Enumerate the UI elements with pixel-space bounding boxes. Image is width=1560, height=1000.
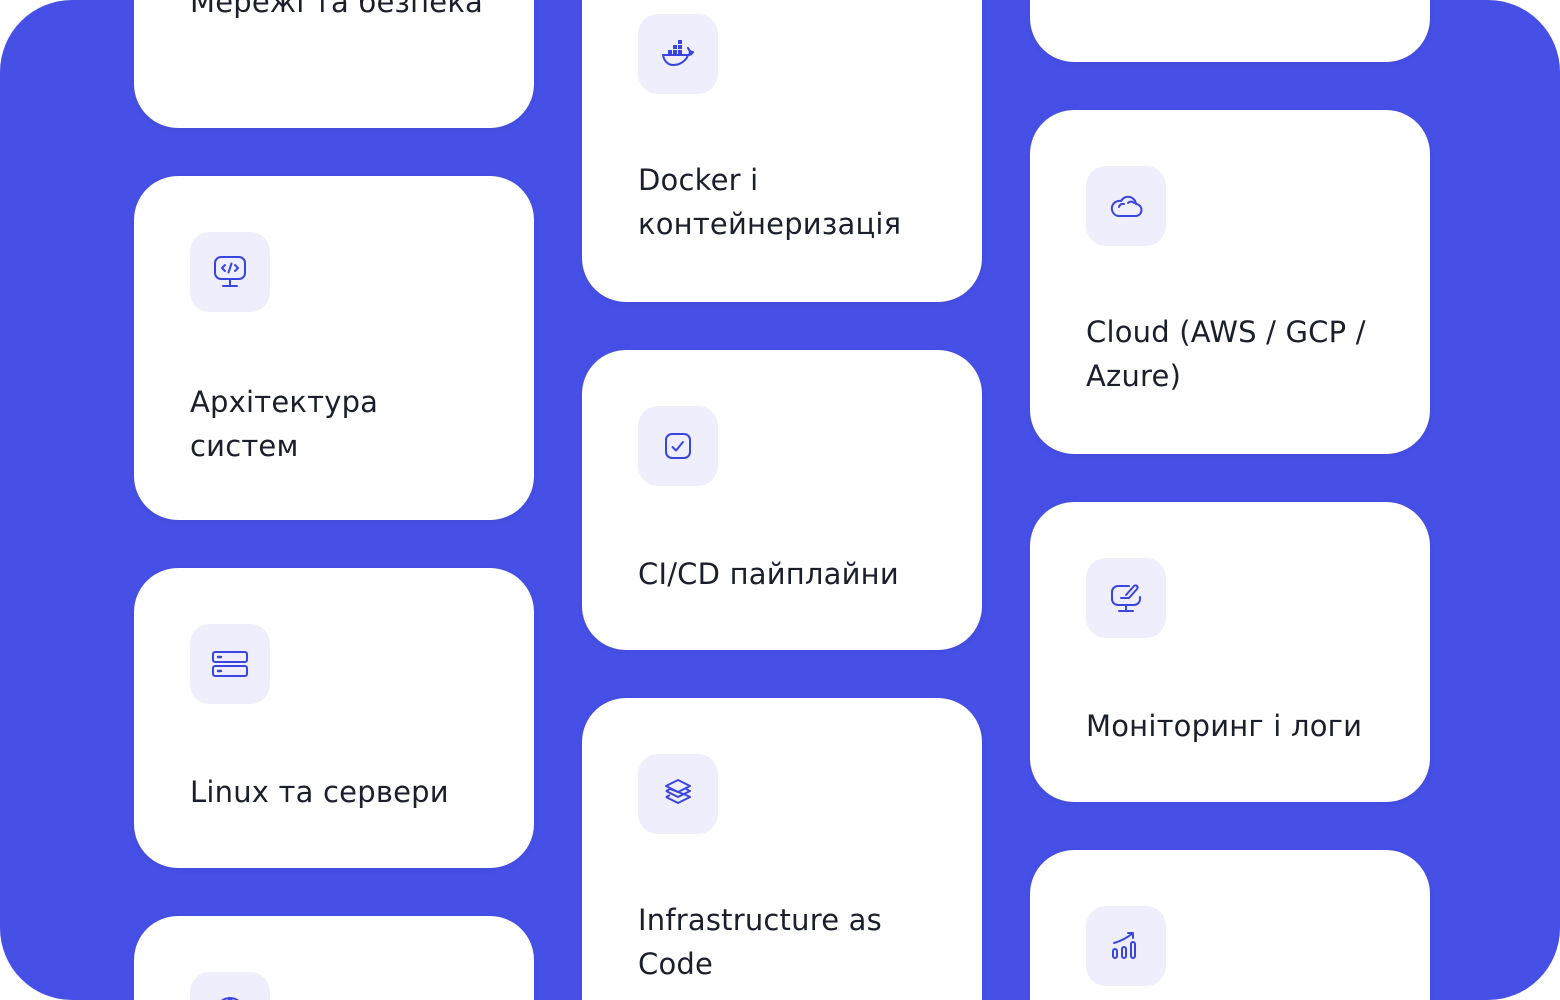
card-docker[interactable]: Docker і контейнеризація (582, 0, 982, 302)
card-title: Infrastructure as Code (638, 903, 882, 981)
server-icon (190, 624, 270, 704)
card-title: Моніторинг і логи (1086, 709, 1363, 743)
card-system-architecture[interactable]: Архітектура систем (134, 176, 534, 520)
card-title: Cloud (AWS / GCP / Azure) (1086, 315, 1366, 393)
card-linux-servers[interactable]: Linux та сервери (134, 568, 534, 868)
card-monitoring-logs[interactable]: Моніторинг і логи (1030, 502, 1430, 802)
globe-icon (190, 972, 270, 1000)
monitor-edit-icon (1086, 558, 1166, 638)
card-title: Архітектура систем (190, 385, 379, 463)
card-ci-cd[interactable]: CI/CD пайплайни (582, 350, 982, 650)
card-growth[interactable] (1030, 850, 1430, 1000)
card-globe[interactable] (134, 916, 534, 1000)
card-title: Linux та сервери (190, 775, 449, 809)
card-networks-security[interactable]: Мережі та безпека (134, 0, 534, 128)
monitor-code-icon (190, 232, 270, 312)
cloud-icon (1086, 166, 1166, 246)
card-infrastructure-as-code[interactable]: Infrastructure as Code (582, 698, 982, 1000)
card-top-right[interactable] (1030, 0, 1430, 62)
layers-icon (638, 754, 718, 834)
chart-growth-icon (1086, 906, 1166, 986)
checkbox-icon (638, 406, 718, 486)
card-title: Мережі та безпека (190, 0, 484, 19)
docker-icon (638, 14, 718, 94)
card-title: Docker і контейнеризація (638, 163, 902, 241)
card-title: CI/CD пайплайни (638, 557, 899, 591)
card-cloud[interactable]: Cloud (AWS / GCP / Azure) (1030, 110, 1430, 454)
